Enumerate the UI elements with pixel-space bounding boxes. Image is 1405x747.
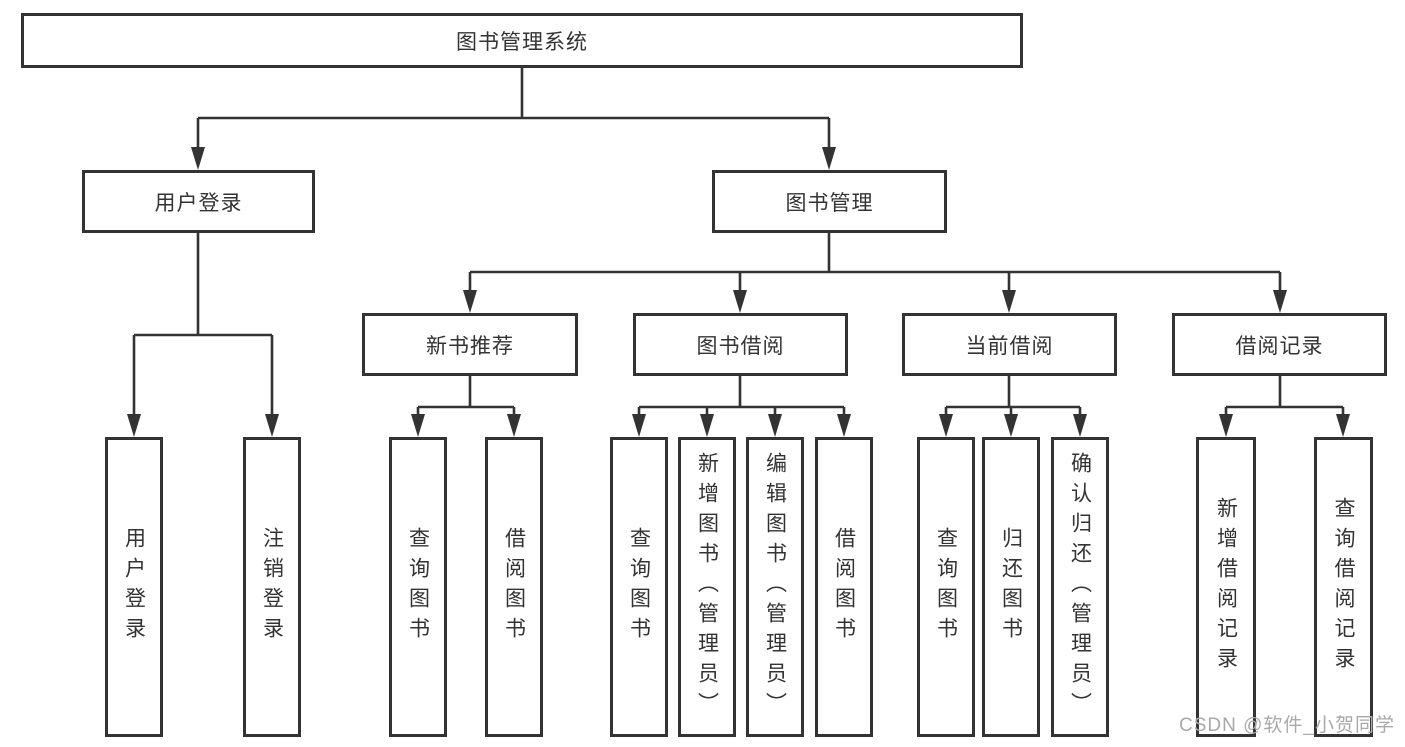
leaf-confirm-return-admin: 确认归还（管理员）: [1051, 437, 1109, 737]
leaf-add-books-admin: 新增图书（管理员）: [678, 437, 736, 737]
leaf-label: 查询图书: [627, 527, 651, 647]
arrowheads: [127, 147, 1350, 437]
leaf-label: 查询图书: [406, 527, 430, 647]
leaf-borrow-books-recommend: 借阅图书: [485, 437, 543, 737]
node-book-borrowing: 图书借阅: [633, 313, 848, 376]
node-label: 新书推荐: [426, 334, 514, 358]
leaf-label: 确认归还（管理员）: [1068, 452, 1092, 722]
leaf-label: 注销登录: [260, 527, 284, 647]
node-label: 借阅记录: [1235, 334, 1324, 358]
leaf-label: 编辑图书（管理员）: [763, 452, 787, 722]
csdn-watermark: CSDN @软件_小贺同学: [1179, 715, 1395, 736]
node-label: 用户登录: [154, 191, 243, 215]
leaf-label: 借阅图书: [832, 527, 856, 647]
leaf-logout: 注销登录: [243, 437, 301, 737]
leaf-label: 新增图书（管理员）: [695, 452, 719, 722]
leaf-query-books-current: 查询图书: [917, 437, 975, 737]
node-borrowing-records: 借阅记录: [1172, 313, 1387, 376]
connector-paths: [132, 68, 1345, 419]
leaf-add-borrow-record: 新增借阅记录: [1196, 437, 1256, 737]
node-label: 图书借阅: [696, 334, 785, 358]
node-user-login: 用户登录: [82, 170, 315, 233]
node-label: 图书管理系统: [456, 30, 588, 54]
leaf-label: 新增借阅记录: [1214, 497, 1238, 677]
leaf-label: 查询借阅记录: [1332, 497, 1355, 677]
leaf-edit-books-admin: 编辑图书（管理员）: [746, 437, 804, 737]
node-current-borrowing: 当前借阅: [902, 313, 1117, 376]
leaf-label: 归还图书: [999, 527, 1023, 647]
leaf-user-login: 用户登录: [105, 437, 163, 737]
leaf-label: 借阅图书: [502, 527, 526, 647]
node-label: 图书管理: [785, 191, 874, 215]
node-library-management-system: 图书管理系统: [21, 13, 1023, 68]
leaf-return-books: 归还图书: [982, 437, 1040, 737]
leaf-query-borrow-record: 查询借阅记录: [1314, 437, 1373, 737]
leaf-label: 查询图书: [934, 527, 958, 647]
leaf-query-books-borrow: 查询图书: [610, 437, 668, 737]
leaf-borrow-books: 借阅图书: [815, 437, 873, 737]
node-label: 当前借阅: [965, 334, 1054, 358]
node-new-book-recommendation: 新书推荐: [362, 313, 578, 376]
leaf-query-books-recommend: 查询图书: [389, 437, 447, 737]
node-book-management: 图书管理: [712, 170, 947, 233]
leaf-label: 用户登录: [122, 527, 146, 647]
